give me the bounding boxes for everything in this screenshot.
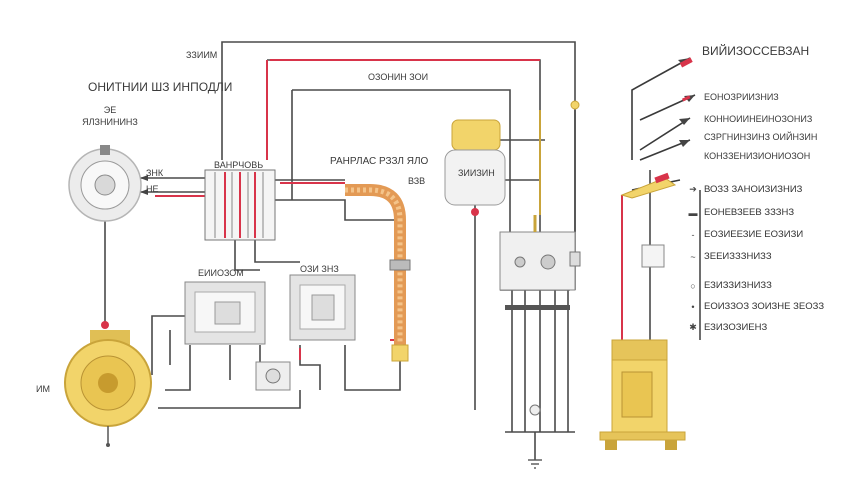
hose-label-2: ВЗВ	[408, 176, 426, 186]
legend-item: ~ ЗЕЕИЗЗЗНИЗЗ	[688, 251, 772, 262]
dot-icon: •	[691, 301, 695, 312]
legend-label: ЕЗИЗЗИЗНИЗЗ	[704, 280, 772, 291]
junction-dot	[101, 321, 109, 329]
ground-symbol	[528, 459, 542, 469]
circle-icon: ○	[690, 280, 696, 291]
motor-unit	[64, 330, 152, 447]
dash-icon: ‐	[691, 229, 695, 240]
right-heading: ВИЙИЗОССЕВЗАН	[702, 44, 810, 58]
wave-icon: ~	[690, 251, 696, 262]
legend-item: ‐ЕОЗИЕЕЗИЕ ЕОЗИЗИ	[688, 229, 804, 240]
sensor-label: ЭЕ ЯЛЗНИНИНЗ	[82, 105, 138, 127]
control-panel-left	[184, 281, 266, 345]
legend-label: ЕОИЗЗОЗ ЗОИЗНЕ ЗЕОЗЗ	[704, 301, 825, 312]
legend-top-item: КОННОИИНЕИНОЗОНИЗ	[704, 114, 813, 124]
line-icon: ▬	[688, 207, 698, 218]
legend-item: • ЕОИЗЗОЗ ЗОИЗНЕ ЗЕОЗЗ	[688, 301, 824, 312]
legend-label: ЕОНЕВЗЕЕВ ЗЗЗНЗ	[704, 207, 795, 218]
hose-label: РАНРЛАС РЗЗЛ ЯЛО	[330, 156, 429, 167]
heading-left: ОНИТНИИ ШЗ ИНПОДЛИ	[88, 80, 233, 94]
legend-top-item: КОНЗЗЕНИЗИОНИОЗОН	[704, 151, 811, 161]
arrowheads-top-right	[678, 58, 695, 147]
yellow-actuator	[599, 172, 686, 450]
legend-top-item: ЕОНОЗРИИЗНИЗ	[704, 92, 779, 102]
terminal-board	[499, 100, 581, 416]
panel2-title: ОЗИ ЗНЗ	[300, 264, 339, 274]
red-accent-bits	[679, 57, 693, 102]
control-panel-right	[289, 274, 356, 341]
tank-label: ЗИИЗИН	[458, 168, 495, 178]
star-icon: ✱	[689, 322, 697, 332]
legend-item: ➔ ВОЗЗ ЗАНОИЗИЗНИЗ	[688, 184, 802, 195]
flex-hose	[345, 184, 411, 362]
diagonal-leader-lines	[631, 57, 696, 191]
legend-item: ○ ЕЗИЗЗИЗНИЗЗ	[688, 280, 772, 291]
legend-label: ВОЗЗ ЗАНОИЗИЗНИЗ	[704, 184, 803, 195]
arrow-icon: ➔	[689, 184, 697, 194]
block-label: ВАНРЧОВЬ	[214, 160, 264, 170]
legend-label: ЕЗИЗОЗИЕНЗ	[704, 322, 768, 333]
wire-label-top: ОЗОНИН ЗОИ	[368, 72, 429, 82]
legend-top-item: СЗРГНИНЗИНЗ ОИЙНЗИН	[704, 132, 818, 142]
legend-item: ▬ ЕОНЕВЗЕЕВ ЗЗЗНЗ	[688, 207, 795, 218]
arrow-label-1: ЗНК	[146, 168, 164, 178]
small-relay	[255, 361, 291, 391]
sensor-arrows	[140, 175, 148, 195]
panel-title: ЕИИОЗОМ	[198, 268, 244, 278]
top-wire-label: ЗЗИИМ	[186, 50, 218, 60]
legend-label: ЗЕЕИЗЗЗНИЗЗ	[704, 251, 772, 262]
unit-label: ИМ	[36, 384, 50, 394]
reservoir-tank	[444, 119, 506, 216]
sensor-device	[68, 145, 142, 222]
legend-label: ЕОЗИЕЕЗИЕ ЕОЗИЗИ	[704, 229, 804, 240]
legend-item: ✱ ЕЗИЗОЗИЕНЗ	[688, 322, 767, 333]
arrow-label-2: НЕ	[146, 184, 159, 194]
connector-block	[204, 169, 276, 241]
